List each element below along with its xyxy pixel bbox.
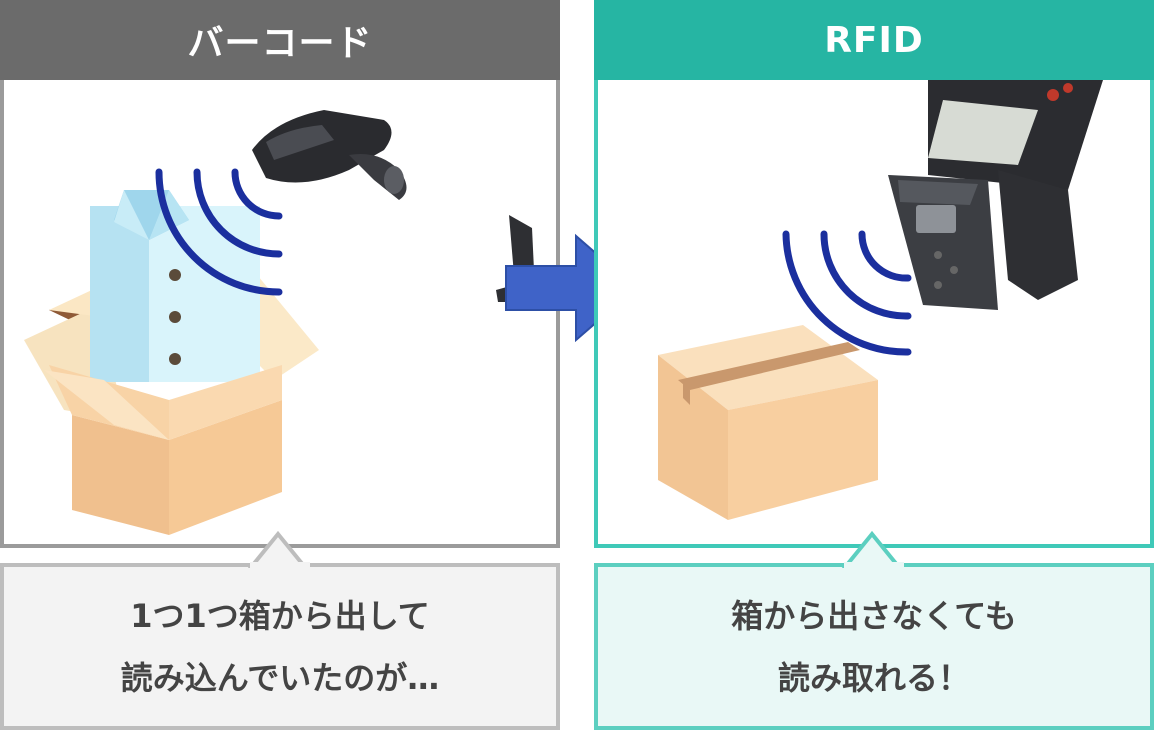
signal-wave-icon: [155, 168, 283, 296]
barcode-illustration: [24, 110, 534, 535]
barcode-panel: バーコード: [0, 0, 560, 730]
shirt-in-box-icon: [24, 190, 319, 535]
barcode-panel-title: バーコード: [0, 0, 560, 80]
rfid-illustration-frame: [594, 80, 1154, 548]
rfid-illustration: [658, 80, 1103, 520]
barcode-caption-line1: 1つ1つ箱から出して: [130, 596, 430, 635]
barcode-scanner-icon: [252, 110, 534, 302]
barcode-caption-line2: 読み込んでいたのが…: [120, 658, 440, 697]
rfid-panel: RFID: [594, 0, 1154, 730]
barcode-caption-pointer: [247, 530, 310, 568]
rfid-panel-title: RFID: [594, 0, 1154, 80]
rfid-handheld-reader-icon: [888, 80, 1103, 310]
sealed-box-icon: [658, 325, 878, 520]
rfid-caption: 箱から出さなくても 読み取れる！: [594, 563, 1154, 730]
signal-wave-icon: [782, 230, 912, 356]
barcode-illustration-frame: [0, 80, 560, 548]
barcode-caption: 1つ1つ箱から出して 読み込んでいたのが…: [0, 563, 560, 730]
rfid-caption-pointer: [841, 530, 904, 568]
rfid-caption-line1: 箱から出さなくても: [731, 596, 1017, 635]
rfid-caption-line2: 読み取れる！: [777, 658, 970, 697]
